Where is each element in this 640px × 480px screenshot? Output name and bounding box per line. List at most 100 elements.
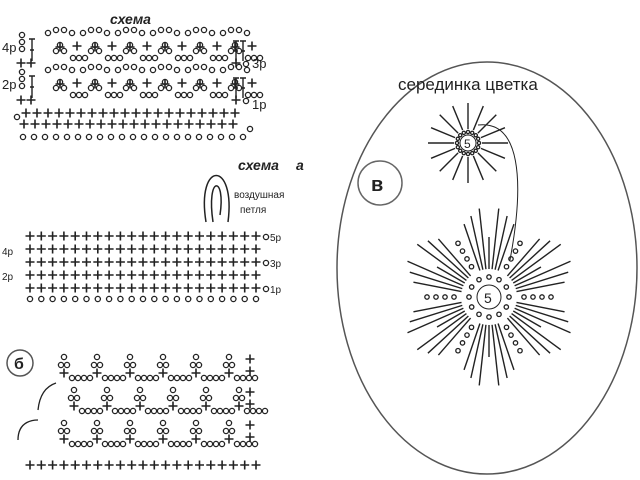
single-crochet-symbol — [127, 270, 137, 280]
single-crochet-symbol — [87, 108, 97, 118]
chain-stitch-symbol — [512, 248, 519, 254]
petal-stitch-symbol — [494, 324, 508, 379]
chain-stitch-symbol — [162, 407, 170, 415]
single-crochet-symbol — [183, 231, 193, 241]
chain-stitch-symbol — [184, 29, 192, 37]
chain-stitch-symbol — [455, 144, 461, 150]
single-crochet-symbol — [70, 257, 80, 267]
single-crochet-symbol — [70, 283, 80, 293]
single-crochet-symbol — [217, 283, 227, 293]
single-crochet-symbol — [92, 434, 102, 444]
chain-stitch-symbol — [230, 295, 237, 303]
single-crochet-symbol — [72, 78, 82, 88]
petal-stitch-symbol — [427, 240, 469, 279]
chain-stitch-symbol — [455, 240, 461, 247]
chain-stitch-symbol — [475, 136, 481, 142]
petal-stitch-symbol — [514, 307, 571, 334]
single-crochet-symbol — [206, 119, 216, 129]
single-crochet-symbol — [36, 231, 46, 241]
single-crochet-symbol — [98, 108, 108, 118]
chain-stitch-symbol — [116, 54, 124, 62]
row-label-1p: 1р — [252, 97, 266, 112]
chain-stitch-symbol — [119, 440, 127, 448]
single-crochet-symbol — [70, 270, 80, 280]
single-crochet-symbol — [172, 460, 182, 470]
single-crochet-symbol — [206, 231, 216, 241]
single-crochet-symbol — [195, 283, 204, 293]
petal-stitch-symbol — [409, 304, 463, 323]
chain-stitch-symbol — [173, 295, 181, 303]
single-crochet-symbol — [19, 119, 29, 129]
chain-stitch-symbol — [84, 407, 92, 415]
chain-stitch-symbol — [195, 407, 203, 415]
chain-stitch-symbol — [60, 63, 68, 71]
single-crochet-symbol — [104, 231, 114, 241]
chain-stitch-symbol — [60, 295, 68, 303]
single-crochet-symbol — [149, 270, 159, 280]
chain-stitch-symbol — [200, 84, 208, 92]
chain-stitch-symbol — [68, 374, 76, 382]
chain-stitch-symbol — [251, 374, 259, 382]
single-crochet-symbol — [138, 231, 148, 241]
chain-stitch-symbol — [262, 259, 270, 267]
single-crochet-symbol — [107, 41, 117, 51]
chain-stitch-symbol — [503, 324, 510, 331]
chain-stitch-symbol — [172, 394, 180, 402]
chain-stitch-symbol — [95, 47, 103, 55]
single-crochet-symbol — [251, 460, 261, 470]
chain-stitch-symbol — [60, 419, 68, 427]
single-crochet-symbol — [142, 108, 152, 118]
single-crochet-symbol — [59, 270, 69, 280]
petal-stitch-symbol — [494, 215, 508, 270]
single-crochet-symbol — [183, 283, 193, 293]
chain-stitch-symbol — [151, 295, 158, 303]
single-crochet-symbol — [219, 108, 229, 118]
single-crochet-symbol — [104, 270, 114, 280]
single-crochet-symbol — [92, 368, 102, 378]
chain-stitch-symbol — [185, 374, 193, 382]
single-crochet-symbol — [245, 387, 255, 397]
single-crochet-symbol — [240, 283, 250, 293]
chain-stitch-symbol — [517, 240, 523, 247]
a-row-label-2p: 2р — [2, 272, 14, 283]
chain-stitch-symbol — [38, 295, 45, 303]
chain-stitch-symbol — [105, 295, 113, 303]
single-crochet-symbol — [228, 231, 238, 241]
chain-stitch-symbol — [476, 140, 482, 146]
chain-stitch-symbol — [126, 78, 134, 86]
chain-stitch-symbol — [146, 374, 154, 382]
chain-stitch-symbol — [157, 84, 165, 92]
chain-stitch-symbol — [206, 440, 214, 448]
chain-stitch-symbol — [218, 440, 226, 448]
chain-stitch-symbol — [503, 284, 510, 290]
chain-stitch-symbol — [73, 394, 81, 402]
single-crochet-symbol — [212, 78, 222, 88]
single-crochet-symbol — [135, 401, 145, 411]
chain-stitch-symbol — [60, 84, 68, 92]
single-crochet-symbol — [186, 108, 196, 118]
single-crochet-symbol — [138, 244, 148, 254]
chain-stitch-symbol — [111, 407, 119, 415]
single-crochet-symbol — [161, 283, 171, 293]
chain-stitch-symbol — [67, 394, 75, 402]
chain-stitch-symbol — [146, 440, 154, 448]
chain-stitch-symbol — [140, 440, 148, 448]
chain-stitch-symbol — [149, 29, 157, 37]
chain-stitch-symbol — [161, 41, 169, 49]
chain-stitch-symbol — [107, 133, 115, 141]
single-crochet-symbol — [127, 231, 137, 241]
petal-stitch-symbol — [463, 323, 481, 371]
chain-stitch-symbol — [199, 394, 207, 402]
radial-stitch-symbol — [430, 147, 456, 159]
single-crochet-symbol — [175, 108, 185, 118]
single-crochet-symbol — [26, 58, 36, 68]
chain-stitch-symbol — [192, 353, 200, 361]
chain-stitch-symbol — [57, 361, 65, 369]
chain-stitch-symbol — [206, 133, 214, 141]
single-crochet-symbol — [48, 244, 58, 254]
chain-stitch-symbol — [469, 130, 475, 136]
chain-stitch-symbol — [49, 295, 56, 303]
single-crochet-symbol — [217, 460, 227, 470]
single-crochet-symbol — [162, 119, 172, 129]
chain-stitch-symbol — [91, 41, 99, 49]
